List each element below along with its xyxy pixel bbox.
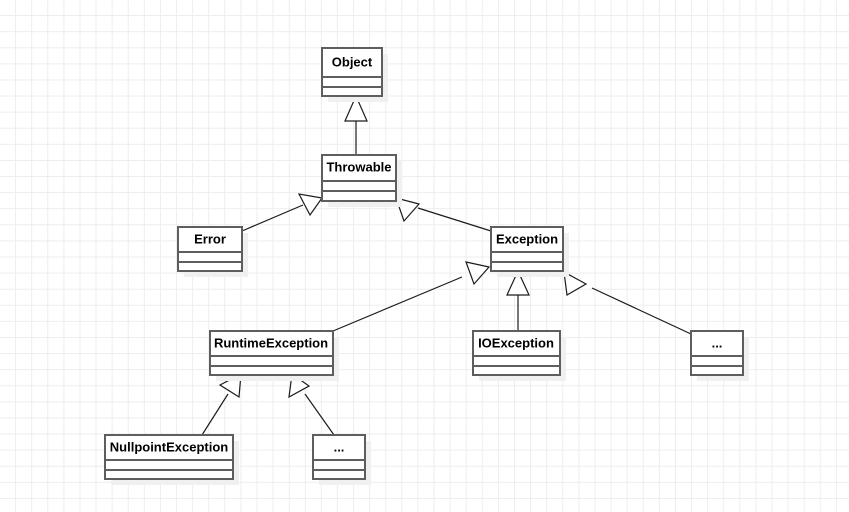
class-name-object: Object bbox=[332, 54, 373, 69]
edge-io-exception-to-exception[interactable] bbox=[506, 269, 530, 331]
class-name-runtime-ellipsis: ... bbox=[334, 439, 345, 454]
class-name-exception: Exception bbox=[496, 231, 558, 246]
class-node-runtime-exception[interactable]: RuntimeException bbox=[209, 330, 339, 381]
edge-exception-to-throwable[interactable] bbox=[395, 197, 492, 232]
class-name-runtime-exception: RuntimeException bbox=[214, 335, 328, 350]
class-node-nullpoint-exception[interactable]: NullpointException bbox=[104, 434, 239, 485]
class-node-object[interactable]: Object bbox=[321, 47, 388, 102]
edge-ellipsis-to-exception[interactable] bbox=[563, 270, 692, 335]
edge-runtime-exception-to-exception[interactable] bbox=[332, 261, 491, 332]
class-node-throwable[interactable]: Throwable bbox=[321, 154, 402, 207]
class-name-io-exception: IOException bbox=[478, 335, 554, 350]
edge-error-to-throwable[interactable] bbox=[241, 193, 324, 232]
class-node-runtime-ellipsis[interactable]: ... bbox=[312, 434, 371, 485]
edge-ellipsis-to-runtime[interactable] bbox=[288, 372, 335, 436]
edge-nullpoint-to-runtime[interactable] bbox=[201, 372, 242, 436]
class-name-error: Error bbox=[194, 231, 226, 246]
class-node-exception[interactable]: Exception bbox=[490, 226, 569, 277]
class-node-exception-ellipsis[interactable]: ... bbox=[690, 330, 749, 381]
class-node-io-exception[interactable]: IOException bbox=[472, 330, 566, 381]
class-name-exception-ellipsis: ... bbox=[712, 335, 723, 350]
class-node-error[interactable]: Error bbox=[177, 226, 248, 277]
edge-throwable-to-object[interactable] bbox=[344, 94, 368, 155]
class-name-throwable: Throwable bbox=[326, 159, 391, 174]
class-name-nullpoint-exception: NullpointException bbox=[110, 439, 229, 454]
